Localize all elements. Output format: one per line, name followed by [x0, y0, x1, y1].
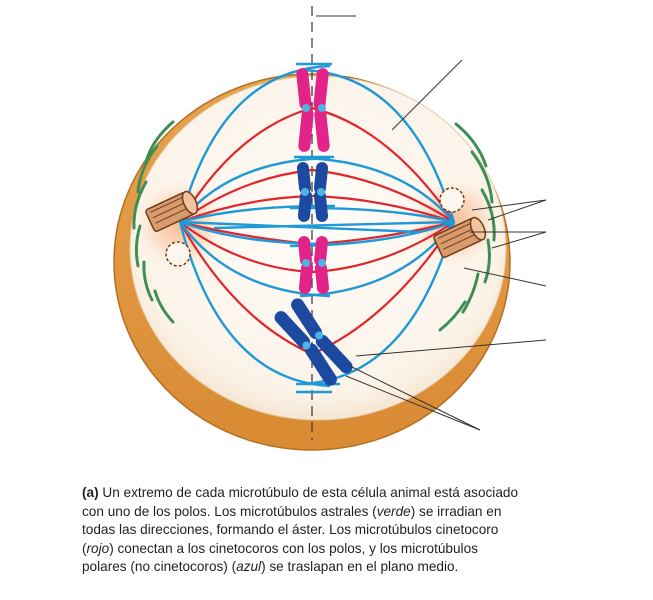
chromosome-blue-upper [296, 162, 329, 222]
caption-text-1: Un extremo de cada microtúbulo de esta c… [82, 485, 519, 519]
chromosome-pink-top [296, 68, 330, 152]
astral-microtubules [132, 120, 496, 332]
mitotic-spindle-diagram [113, 6, 547, 451]
caption-astral-color: verde [376, 503, 411, 519]
caption-text-4: ) se traslapan en el plano medio. [261, 559, 459, 574]
chromosome-pink-lower [298, 236, 330, 294]
caption-polar-color: azul [236, 559, 262, 574]
midzone-overlaps [294, 62, 340, 394]
leader-line-polar [391, 59, 463, 131]
figure-caption: (a) Un extremo de cada microtúbulo de es… [82, 484, 522, 577]
leader-lines [345, 59, 547, 431]
centriole-icon [145, 190, 199, 267]
caption-text-3: ) conectan a los cinetocoros con los pol… [82, 540, 478, 575]
spindle-axis [311, 6, 356, 440]
caption-label: (a) [82, 485, 99, 500]
leader-line-chromosome-2 [349, 365, 481, 431]
leader-line-astral [463, 267, 547, 287]
chromosome-blue-tilted [274, 298, 353, 386]
centriole-icon [433, 187, 487, 258]
leader-line-chromosome-1 [345, 375, 481, 431]
leader-line-aster-2 [487, 199, 547, 221]
caption-kinetochore-color: rojo [86, 540, 110, 556]
leader-line-kinetochore [355, 339, 547, 357]
caption-text-2: ) se irradian en todas las direcciones, … [82, 503, 502, 556]
leader-line-centriole-1 [491, 231, 547, 249]
leader-line-aster-1 [471, 199, 547, 211]
